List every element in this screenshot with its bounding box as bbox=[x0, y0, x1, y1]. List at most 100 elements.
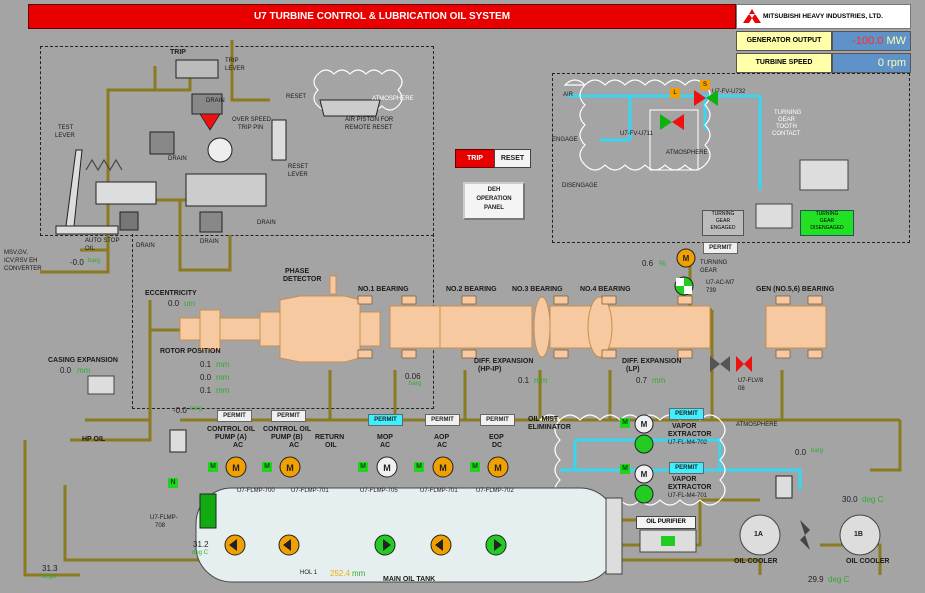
left-temp-unit: degC bbox=[42, 574, 57, 580]
tg-engaged-label-3: ENGAGED bbox=[710, 225, 736, 231]
svg-text:M: M bbox=[641, 470, 648, 479]
mop-label-1: MOP bbox=[377, 434, 393, 441]
vapor-extractor-1-motor-icon[interactable]: M bbox=[634, 414, 654, 434]
trip-lever-label-2: LEVER bbox=[225, 66, 245, 72]
reset-button[interactable]: RESET bbox=[494, 149, 531, 168]
mop-permit[interactable]: PERMIT bbox=[368, 414, 403, 426]
vapor-extractor-1-fan-icon[interactable] bbox=[634, 434, 654, 454]
flv-tag-2: 08 bbox=[738, 386, 745, 392]
turbine-speed-unit: rpm bbox=[887, 57, 906, 69]
test-lever-label-2: LEVER bbox=[55, 133, 75, 139]
eop-permit[interactable]: PERMIT bbox=[480, 414, 515, 426]
mop-label-2: AC bbox=[380, 442, 391, 449]
engage-label: ENGAGE bbox=[552, 137, 578, 143]
svg-text:M: M bbox=[683, 254, 690, 263]
vapor-1-m-indicator: M bbox=[620, 418, 630, 428]
diff-expansion-hp-label-2: (HP-IP) bbox=[478, 366, 502, 373]
deh-operation-panel-button[interactable]: DEH OPERATION PANEL bbox=[463, 182, 525, 220]
bearing-1-label: NO.1 BEARING bbox=[358, 286, 409, 293]
cooler-outlet-temp-unit: deg C bbox=[862, 495, 884, 504]
cooler-inlet-temp-value: 29.9 bbox=[808, 575, 824, 584]
air-piston-label-2: REMOTE RESET bbox=[345, 125, 393, 131]
tg-disengaged-label-2: GEAR bbox=[819, 218, 835, 224]
generator-output-display: -100.0 MW bbox=[832, 31, 911, 51]
oil-mist-label-2: ELIMINATOR bbox=[528, 424, 571, 431]
rotor-position-value-3: 0.1 bbox=[200, 386, 212, 395]
trip-lever-label-1: TRIP bbox=[225, 58, 239, 64]
vapor-extractor-2-permit[interactable]: PERMIT bbox=[669, 462, 704, 474]
eop-motor-icon[interactable]: M bbox=[487, 456, 509, 478]
msv-label-3: CONVERTER bbox=[4, 266, 42, 272]
aop-motor-icon[interactable]: M bbox=[432, 456, 454, 478]
cop-a-motor-icon[interactable]: M bbox=[225, 456, 247, 478]
cop-b-m-indicator: M bbox=[262, 462, 272, 472]
tooth-contact-label-1: TURNING bbox=[774, 110, 802, 116]
return-oil-label-1: RETURN bbox=[315, 434, 345, 441]
cop-a-permit[interactable]: PERMIT bbox=[217, 410, 252, 422]
svg-text:M: M bbox=[232, 463, 240, 473]
aop-permit[interactable]: PERMIT bbox=[425, 414, 460, 426]
vapor-extractor-2-fan-icon[interactable] bbox=[634, 484, 654, 504]
cop-b-pump-icon[interactable] bbox=[278, 534, 300, 556]
tg-disengaged-indicator: TURNING GEAR DISENGAGED bbox=[800, 210, 854, 236]
oil-purifier-label[interactable]: OIL PURIFIER bbox=[636, 516, 696, 529]
pump-tag-4: U7-FLMP-701 bbox=[420, 488, 458, 494]
heater-n-indicator: N bbox=[168, 478, 178, 488]
turning-gear-percent-unit: % bbox=[659, 259, 667, 268]
oil-cooler-label-2: OIL COOLER bbox=[846, 558, 890, 565]
turbine-speed-value: 0 bbox=[877, 57, 884, 69]
cop-b-permit[interactable]: PERMIT bbox=[271, 410, 306, 422]
cooler-inlet-temp-unit: deg C bbox=[828, 575, 850, 584]
cop-a-pump-icon[interactable] bbox=[224, 534, 246, 556]
trip-mechanism-shapes bbox=[55, 59, 381, 235]
deh-label-line-3: PANEL bbox=[484, 205, 504, 211]
trip-button[interactable]: TRIP bbox=[455, 149, 495, 168]
flv-valve-icon[interactable] bbox=[710, 354, 754, 374]
deh-label-line-2: OPERATION bbox=[476, 196, 512, 202]
tank-level-unit: mm bbox=[352, 569, 366, 578]
solenoid-valve-u732-icon[interactable] bbox=[694, 90, 718, 106]
cop-b-motor-icon[interactable]: M bbox=[279, 456, 301, 478]
heater-tag-1: U7-FLMP- bbox=[150, 515, 178, 521]
drain-label-3: DRAIN bbox=[257, 220, 276, 226]
auto-stop-label-1: AUTO STOP bbox=[85, 238, 120, 244]
aop-m-indicator: M bbox=[414, 462, 424, 472]
turning-gear-permit[interactable]: PERMIT bbox=[703, 242, 738, 254]
rotor-position-value-1: 0.1 bbox=[200, 360, 212, 369]
vapor-extractor-1-permit[interactable]: PERMIT bbox=[669, 408, 704, 420]
vapor-extractor-2-motor-icon[interactable]: M bbox=[634, 464, 654, 484]
mitsubishi-logo-icon bbox=[743, 9, 761, 23]
eop-pump-icon[interactable] bbox=[485, 534, 507, 556]
deh-label-line-1: DEH bbox=[487, 187, 501, 193]
mop-pump-icon[interactable] bbox=[374, 534, 396, 556]
turning-gear-motor-icon[interactable]: M bbox=[676, 248, 696, 268]
vapor-extractor-1-label-1: VAPOR bbox=[672, 423, 697, 430]
turning-gear-clutch-icon[interactable] bbox=[674, 276, 694, 296]
vapor-2-m-indicator: M bbox=[620, 464, 630, 474]
turbine-speed-label: TURBINE SPEED bbox=[736, 53, 832, 73]
s-tag: S bbox=[700, 80, 710, 90]
msv-label-2: ICV,RSV EH bbox=[4, 258, 38, 264]
main-oil-tank-label: MAIN OIL TANK bbox=[383, 576, 436, 583]
solenoid-valve-u711-icon[interactable] bbox=[660, 114, 684, 130]
flv-tag-1: U7-FLV/8 bbox=[738, 378, 764, 384]
drain-label-5: DRAIN bbox=[136, 243, 155, 249]
pump-tag-3: U7-FLMP-705 bbox=[360, 488, 398, 494]
tg-engaged-indicator: TURNING GEAR ENGAGED bbox=[702, 210, 744, 236]
aop-label-2: AC bbox=[437, 442, 448, 449]
cooler-1b-label: 1B bbox=[854, 531, 863, 538]
casing-expansion-unit: mm bbox=[77, 366, 91, 375]
rotor-position-unit-1: mm bbox=[216, 360, 230, 369]
turbine-speed-display: 0 rpm bbox=[832, 53, 911, 73]
gen-bearing-label: GEN (NO.5,6) BEARING bbox=[756, 286, 835, 293]
mop-m-indicator: M bbox=[358, 462, 368, 472]
atmosphere-cloud-1 bbox=[563, 79, 711, 171]
trip-valve-red bbox=[199, 113, 221, 131]
hp-oil-pressure-value: -0.0 bbox=[173, 406, 187, 415]
mop-motor-icon[interactable]: M bbox=[376, 456, 398, 478]
main-oil-tank-shape bbox=[195, 487, 617, 583]
aop-pump-icon[interactable] bbox=[430, 534, 452, 556]
test-lever-label-1: TEST bbox=[58, 125, 74, 131]
rotor-position-value-2: 0.0 bbox=[200, 373, 212, 382]
